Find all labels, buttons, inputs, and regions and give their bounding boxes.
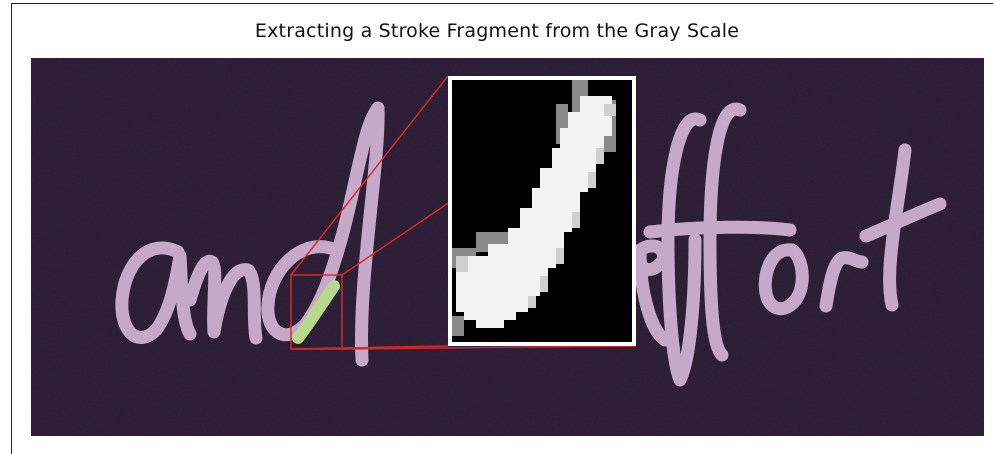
inset-zoom (452, 80, 632, 342)
